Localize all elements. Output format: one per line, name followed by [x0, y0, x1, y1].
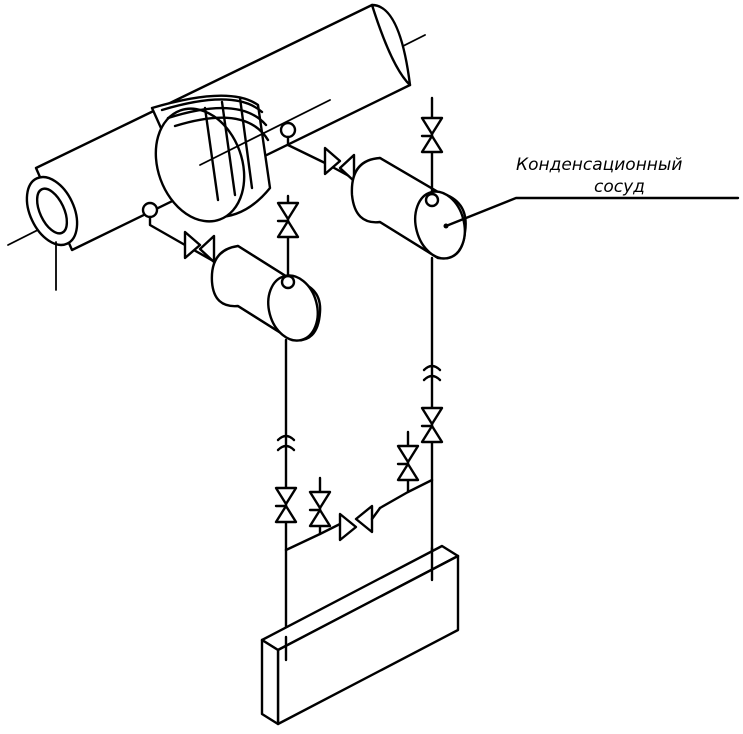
- callout-leader: [444, 196, 740, 228]
- orifice-flange-assembly: [150, 94, 331, 223]
- tap-valve-left: [183, 230, 216, 264]
- condensation-vessel-right: [350, 96, 467, 260]
- differential-pressure-gauge: [260, 544, 460, 726]
- valve-manifold: [274, 406, 444, 552]
- pressure-tap-left: [141, 201, 187, 247]
- pressure-tap-right: [279, 121, 327, 165]
- tap-valve-right: [323, 146, 356, 183]
- condensation-vessel-left: [210, 194, 322, 342]
- callout-label-line2: сосуд: [594, 177, 645, 197]
- callout-label-line1: Конденсационный: [516, 155, 682, 175]
